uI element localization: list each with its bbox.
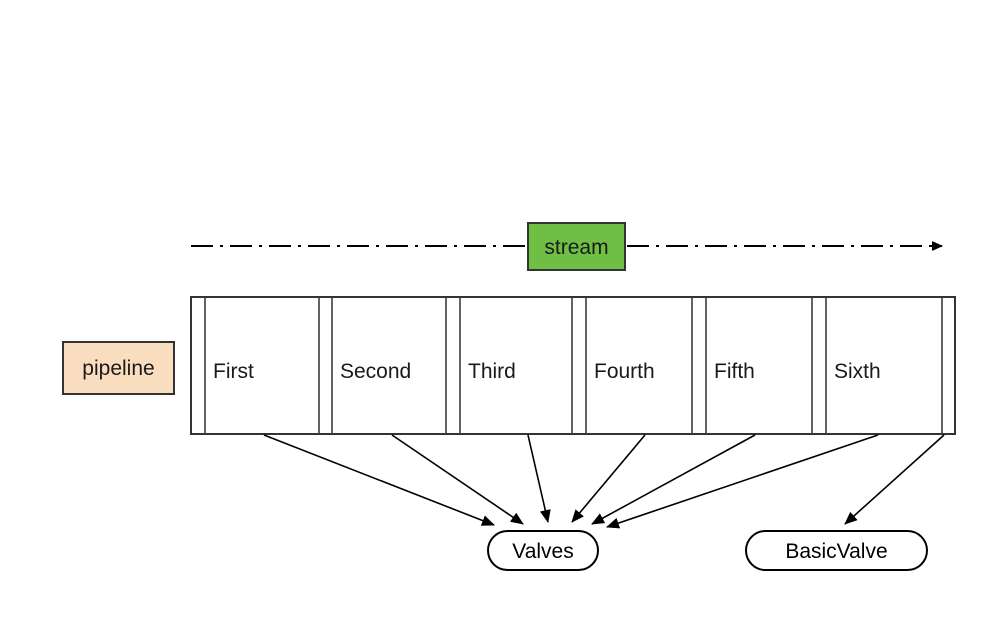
pipeline-segment-label-third: Third	[468, 360, 516, 383]
node-valves[interactable]: Valves	[487, 530, 599, 571]
pipeline-segment-fifth[interactable]: Fifth	[714, 360, 755, 383]
stream-box-label: stream	[544, 236, 608, 259]
edge-sixth-to-valves	[606, 434, 879, 529]
pipeline-segment-sixth[interactable]: Sixth	[834, 360, 881, 383]
pipeline-label-box[interactable]: pipeline	[62, 341, 175, 395]
pipeline-segment-second[interactable]: Second	[340, 360, 411, 383]
pipeline-outer-frame	[190, 296, 956, 435]
pipeline-divider-3	[571, 297, 587, 434]
edge-fourth-to-valves	[571, 434, 646, 523]
pipeline-divider-4	[691, 297, 707, 434]
edges-to-basicvalve	[844, 434, 945, 525]
pipeline-divider-5	[811, 297, 827, 434]
edges-to-valves	[263, 434, 879, 529]
pipeline-divider-1	[318, 297, 333, 434]
pipeline-segment-fourth[interactable]: Fourth	[594, 360, 655, 383]
pipeline-label-rect[interactable]	[62, 341, 175, 395]
pipeline-segment-first[interactable]: First	[213, 360, 254, 383]
pipeline-segment-label-fifth: Fifth	[714, 360, 755, 383]
node-valves-shape[interactable]	[487, 530, 599, 571]
stream-box[interactable]: stream	[527, 222, 626, 271]
pipeline-segment-label-first: First	[213, 360, 254, 383]
pipeline-label-text: pipeline	[82, 357, 154, 380]
pipeline-divider-2	[445, 297, 461, 434]
pipeline-segment-third[interactable]: Third	[468, 360, 516, 383]
node-valves-label: Valves	[512, 540, 573, 563]
edge-third-to-valves	[527, 434, 551, 523]
edge-second-to-valves	[391, 434, 524, 525]
edge-first-to-valves	[263, 434, 495, 526]
stream-box-rect[interactable]	[527, 222, 626, 271]
pipeline-segment-label-sixth: Sixth	[834, 360, 881, 383]
pipeline-segment-label-fourth: Fourth	[594, 360, 655, 383]
node-basicvalve[interactable]: BasicValve	[745, 530, 928, 571]
pipeline-segment-label-second: Second	[340, 360, 411, 383]
edge-fifth-to-valves	[591, 434, 756, 525]
node-basicvalve-label: BasicValve	[785, 540, 887, 563]
edge-sixth-to-basicvalve	[844, 434, 945, 525]
node-basicvalve-shape[interactable]	[745, 530, 928, 571]
pipeline-bar: First Second Third Fourth	[190, 296, 956, 435]
